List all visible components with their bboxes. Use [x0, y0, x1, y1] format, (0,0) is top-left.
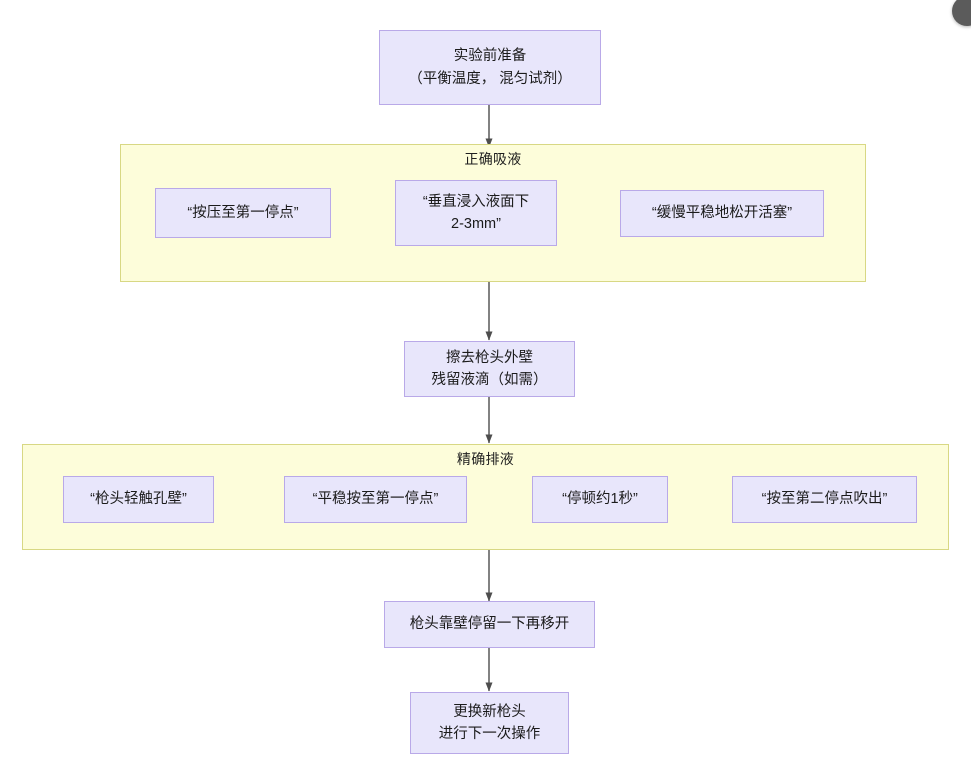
node-press-second-stop-blowout[interactable]: “按至第二停点吹出” [732, 476, 917, 523]
corner-overlay-button[interactable] [952, 0, 971, 26]
node-replace-new-tip[interactable]: 更换新枪头 进行下一次操作 [410, 692, 569, 754]
node-tip-rest-against-wall[interactable]: 枪头靠壁停留一下再移开 [384, 601, 595, 648]
node-wipe-tip-outer-wall[interactable]: 擦去枪头外壁 残留液滴（如需） [404, 341, 575, 397]
group-label-precise-dispensing: 精确排液 [456, 451, 515, 467]
node-press-to-first-stop[interactable]: “按压至第一停点” [155, 188, 331, 238]
node-pre-experiment-preparation[interactable]: 实验前准备 （平衡温度， 混匀试剂） [379, 30, 601, 105]
node-pause-about-one-second[interactable]: “停顿约1秒” [532, 476, 668, 523]
group-label-correct-aspiration: 正确吸液 [464, 151, 522, 167]
node-release-plunger-slowly[interactable]: “缓慢平稳地松开活塞” [620, 190, 824, 237]
node-steady-press-to-first-stop[interactable]: “平稳按至第一停点” [284, 476, 467, 523]
node-tip-touch-well-wall[interactable]: “枪头轻触孔壁” [63, 476, 214, 523]
node-vertical-immerse-below-surface[interactable]: “垂直浸入液面下 2-3mm” [395, 180, 557, 246]
